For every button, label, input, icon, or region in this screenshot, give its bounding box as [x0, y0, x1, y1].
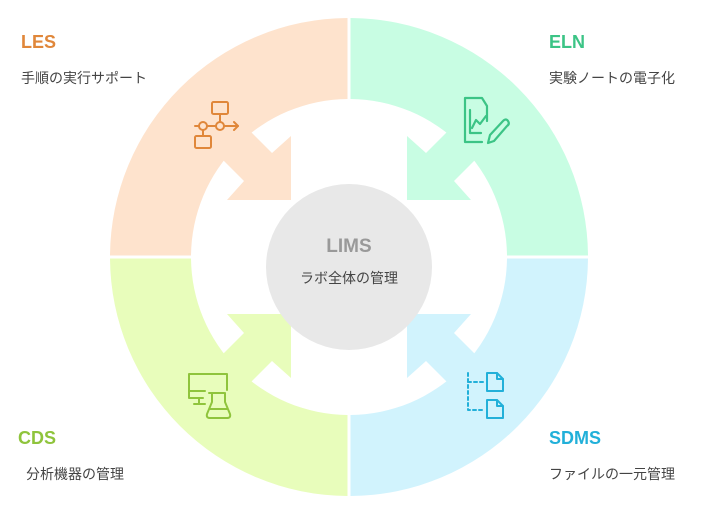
monitor-flask-icon: [188, 373, 232, 419]
notebook-chart-pen-icon: [463, 96, 510, 145]
arrow-les: [196, 105, 291, 200]
sdms-description: ファイルの一元管理: [549, 466, 675, 482]
center-description: ラボ全体の管理: [300, 270, 398, 286]
workflow-icon: [194, 101, 239, 149]
sdms-title: SDMS: [549, 428, 602, 448]
arrow-cds: [196, 314, 291, 409]
file-tree-icon: [467, 372, 504, 419]
eln-title: ELN: [549, 32, 585, 52]
cds-title: CDS: [18, 428, 57, 448]
arrow-sdms: [407, 314, 502, 409]
arrow-eln: [407, 105, 502, 200]
segment-sdms: [350, 258, 588, 496]
eln-description: 実験ノートの電子化: [549, 70, 675, 86]
segment-eln: [350, 18, 588, 256]
segment-cds: [110, 258, 348, 496]
les-title: LES: [21, 32, 57, 52]
cds-description: 分析機器の管理: [26, 466, 124, 482]
center-circle: [266, 184, 432, 350]
center-title: LIMS: [326, 236, 371, 257]
les-description: 手順の実行サポート: [21, 70, 147, 86]
segment-les: [110, 18, 348, 256]
